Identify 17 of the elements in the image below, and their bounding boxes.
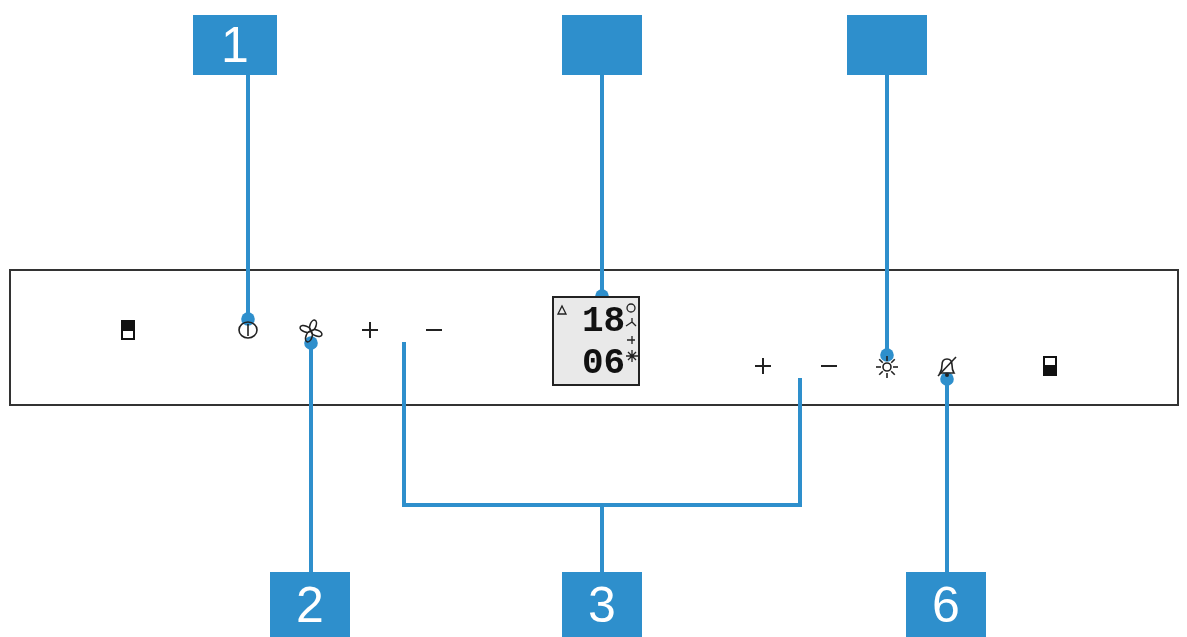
light-icon xyxy=(875,355,899,379)
leader-line xyxy=(304,336,318,572)
display-digits: 18 xyxy=(582,304,626,340)
power-icon xyxy=(237,319,259,341)
display-digits: 06 xyxy=(582,346,626,382)
callout-number: 6 xyxy=(906,572,986,637)
bell-off-icon xyxy=(935,355,959,379)
leader-line xyxy=(600,378,802,572)
callout-box xyxy=(847,15,927,75)
leader-line xyxy=(940,372,954,572)
leader-line xyxy=(880,75,894,362)
callout-number: 1 xyxy=(193,15,277,75)
callout-box xyxy=(562,15,642,75)
fan-icon xyxy=(299,319,323,343)
callout-number: 2 xyxy=(270,572,350,637)
callout-number: 3 xyxy=(562,572,642,637)
leader-line xyxy=(241,75,255,326)
